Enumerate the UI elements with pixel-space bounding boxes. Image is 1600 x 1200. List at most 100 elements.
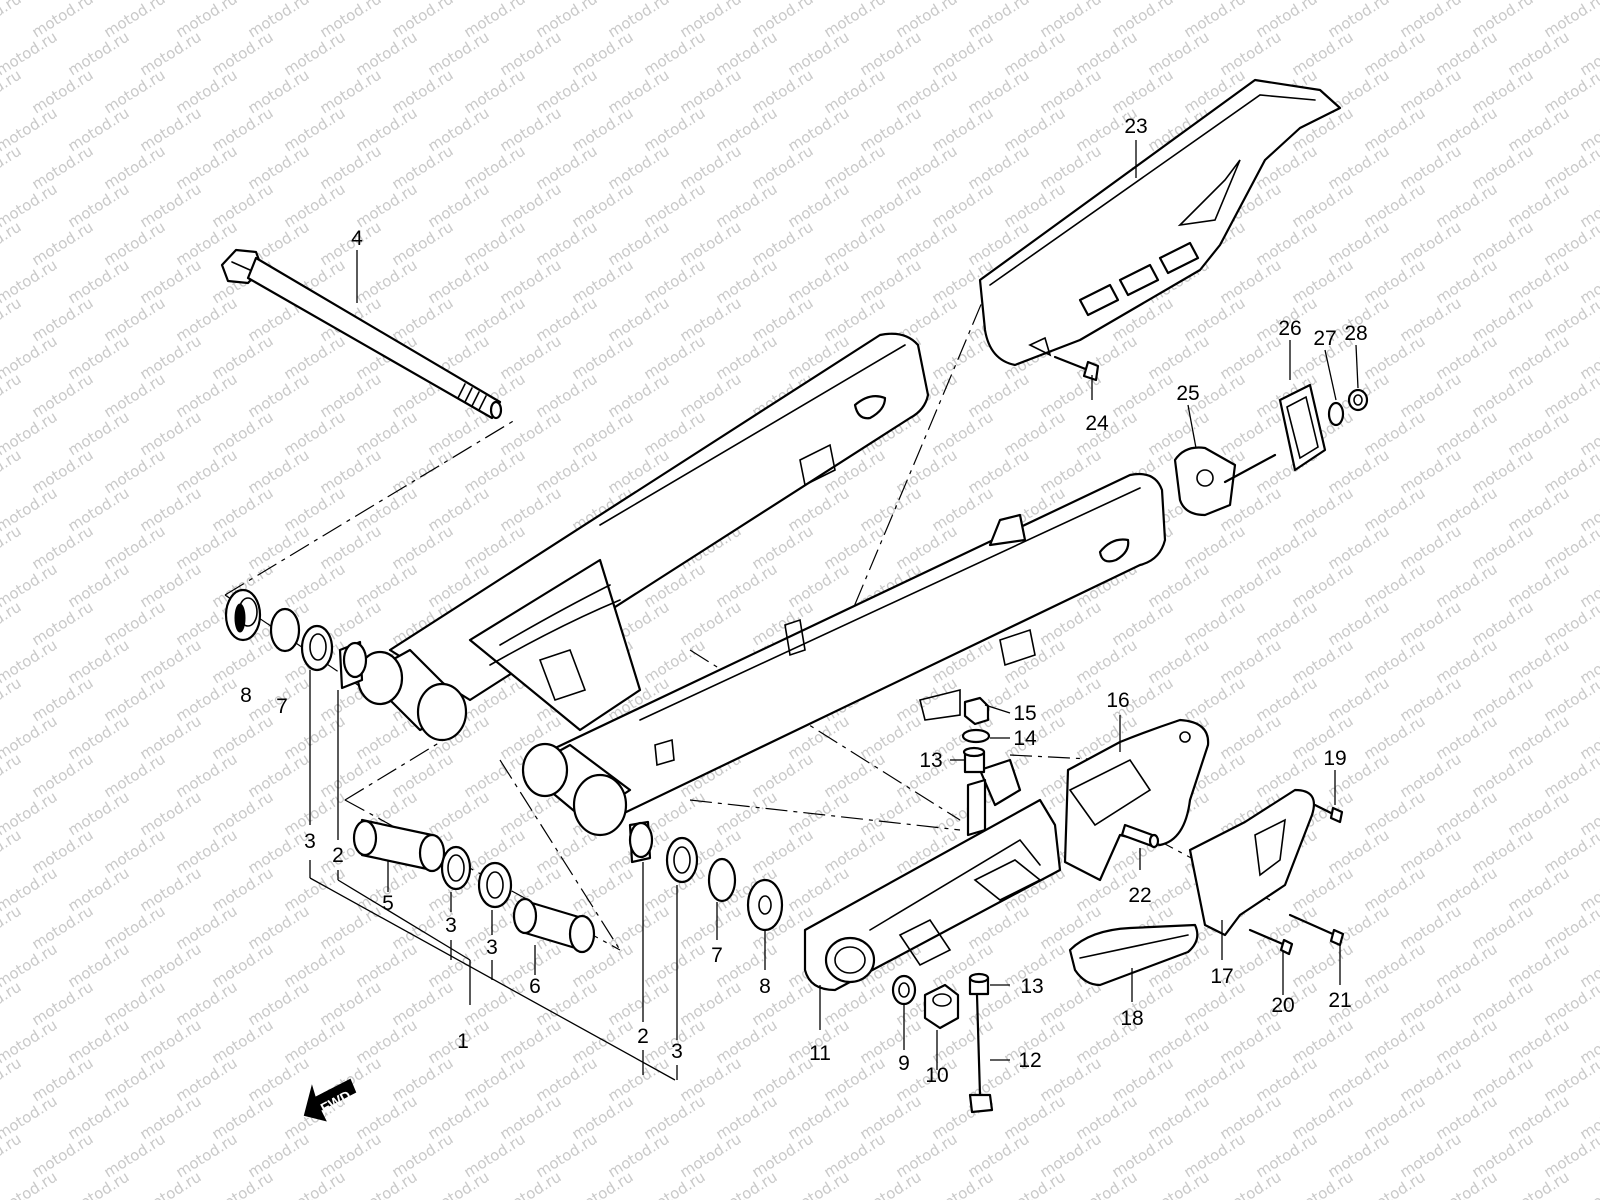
watermark-text: motod.ru: [1361, 1016, 1429, 1068]
watermark-text: motod.ru: [1289, 484, 1357, 536]
watermark-text: motod.ru: [29, 294, 97, 346]
callout-26: 26: [1278, 317, 1301, 340]
watermark-text: motod.ru: [101, 66, 169, 118]
watermark-text: motod.ru: [245, 370, 313, 422]
watermark-text: motod.ru: [1073, 1168, 1141, 1200]
watermark-text: motod.ru: [29, 674, 97, 726]
watermark-text: motod.ru: [1433, 1092, 1501, 1144]
watermark-text: motod.ru: [1001, 1092, 1069, 1144]
pivot-shaft-part-4: [220, 248, 503, 420]
watermark-text: motod.ru: [317, 1130, 385, 1182]
watermark-text: motod.ru: [1217, 256, 1285, 308]
watermark-text: motod.ru: [1469, 66, 1537, 118]
watermark-text: motod.ru: [173, 294, 241, 346]
watermark-text: motod.ru: [569, 1168, 637, 1200]
watermark-text: motod.ru: [101, 522, 169, 574]
watermark-text: motod.ru: [209, 712, 277, 764]
watermark-text: motod.ru: [389, 218, 457, 270]
watermark-text: motod.ru: [1361, 636, 1429, 688]
watermark-text: motod.ru: [281, 332, 349, 384]
watermark-text: motod.ru: [173, 1130, 241, 1182]
watermark-text: motod.ru: [605, 1054, 673, 1106]
watermark-text: motod.ru: [1469, 902, 1537, 954]
watermark-text: motod.ru: [677, 978, 745, 1030]
watermark-text: motod.ru: [1397, 1130, 1465, 1182]
watermark-text: motod.ru: [0, 1168, 60, 1200]
watermark-text: motod.ru: [821, 1130, 889, 1182]
watermark-text: motod.ru: [137, 788, 205, 840]
watermark-text: motod.ru: [461, 522, 529, 574]
watermark-text: motod.ru: [1181, 674, 1249, 726]
watermark-text: motod.ru: [1253, 218, 1321, 270]
watermark-text: motod.ru: [1469, 978, 1537, 1030]
callout-leader-lines: [309, 140, 1359, 1081]
watermark-text: motod.ru: [497, 1092, 565, 1144]
watermark-text: motod.ru: [1289, 864, 1357, 916]
watermark-text: motod.ru: [29, 598, 97, 650]
watermark-text: motod.ru: [0, 142, 24, 194]
watermark-text: motod.ru: [425, 788, 493, 840]
callout-22: 22: [1128, 884, 1151, 907]
watermark-text: motod.ru: [749, 1054, 817, 1106]
watermark-text: motod.ru: [605, 218, 673, 270]
watermark-text: motod.ru: [713, 180, 781, 232]
watermark-text: motod.ru: [569, 28, 637, 80]
watermark-text: motod.ru: [281, 1016, 349, 1068]
watermark-text: motod.ru: [497, 104, 565, 156]
watermark-text: motod.ru: [821, 142, 889, 194]
watermark-text: motod.ru: [1433, 940, 1501, 992]
watermark-text: motod.ru: [677, 370, 745, 422]
watermark-text: motod.ru: [1253, 522, 1321, 574]
watermark-text: motod.ru: [0, 1130, 24, 1182]
watermark-text: motod.ru: [1541, 674, 1600, 726]
watermark-text: motod.ru: [893, 674, 961, 726]
watermark-text: motod.ru: [461, 1130, 529, 1182]
watermark-text: motod.ru: [1037, 674, 1105, 726]
watermark-text: motod.ru: [605, 66, 673, 118]
watermark-text: motod.ru: [713, 1016, 781, 1068]
watermark-text: motod.ru: [65, 712, 133, 764]
brackets-parts-16-17-22: [1063, 718, 1316, 937]
watermark-text: motod.ru: [1505, 712, 1573, 764]
watermark-text: motod.ru: [137, 940, 205, 992]
watermark-text: motod.ru: [137, 1168, 205, 1200]
watermark-text: motod.ru: [533, 1130, 601, 1182]
pivot-bearings-and-seals: [224, 588, 784, 954]
watermark-text: motod.ru: [1433, 788, 1501, 840]
callout-1: 1: [457, 1030, 469, 1053]
watermark-text: motod.ru: [1433, 408, 1501, 460]
watermark-text: motod.ru: [1145, 28, 1213, 80]
callout-7: 7: [276, 695, 288, 718]
watermark-text: motod.ru: [317, 750, 385, 802]
callout-13: 13: [919, 749, 942, 772]
watermark-text: motod.ru: [0, 66, 24, 118]
watermark-text: motod.ru: [1325, 522, 1393, 574]
watermark-text: motod.ru: [29, 978, 97, 1030]
watermark-text: motod.ru: [1397, 446, 1465, 498]
watermark-text: motod.ru: [785, 864, 853, 916]
callout-8: 8: [240, 684, 252, 707]
watermark-text: motod.ru: [1469, 142, 1537, 194]
watermark-text: motod.ru: [0, 218, 24, 270]
watermark-text: motod.ru: [1145, 1168, 1213, 1200]
watermark-text: motod.ru: [353, 104, 421, 156]
watermark-text: motod.ru: [1505, 484, 1573, 536]
watermark-text: motod.ru: [1505, 788, 1573, 840]
watermark-text: motod.ru: [425, 484, 493, 536]
watermark-text: motod.ru: [1361, 28, 1429, 80]
watermark-text: motod.ru: [1505, 408, 1573, 460]
watermark-text: motod.ru: [677, 218, 745, 270]
watermark-text: motod.ru: [1217, 636, 1285, 688]
watermark-text: motod.ru: [461, 978, 529, 1030]
watermark-text: motod.ru: [1469, 446, 1537, 498]
watermark-text: motod.ru: [533, 446, 601, 498]
watermark-text: motod.ru: [1361, 1168, 1429, 1200]
watermark-text: motod.ru: [713, 560, 781, 612]
watermark-text: motod.ru: [281, 104, 349, 156]
watermark-text: motod.ru: [65, 104, 133, 156]
watermark-text: motod.ru: [389, 66, 457, 118]
watermark-text: motod.ru: [1469, 598, 1537, 650]
watermark-text: motod.ru: [713, 1092, 781, 1144]
callout-3: 3: [671, 1040, 683, 1063]
watermark-text: motod.ru: [461, 294, 529, 346]
